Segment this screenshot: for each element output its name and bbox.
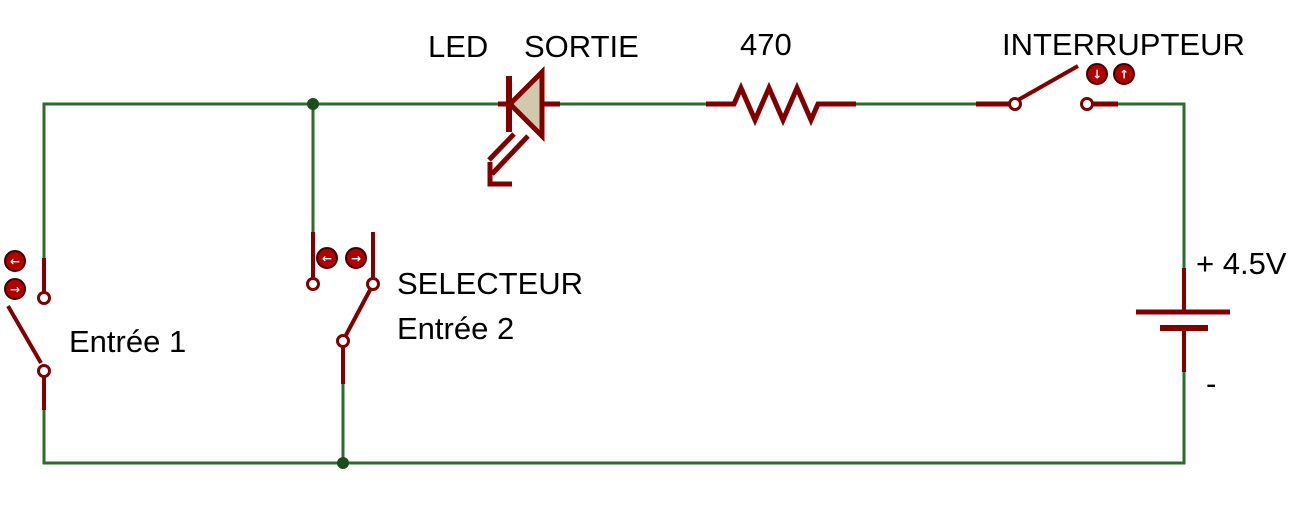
wires [42,102,1186,465]
resistor[interactable] [706,81,856,127]
label-interrupteur: INTERRUPTEUR [1002,27,1245,62]
label-entree1: Entrée 1 [69,324,186,359]
junction-node-bottom [337,457,349,469]
label-battery-minus: - [1206,366,1216,401]
label-selecteur: SELECTEUR [397,266,583,301]
interrupteur-up-button[interactable]: ↑ [1113,63,1135,85]
entree1-switch[interactable] [6,258,51,410]
led-diode[interactable] [487,65,560,187]
right-arrow-icon: → [351,252,361,266]
selecteur-left-button[interactable]: ← [316,247,338,269]
left-arrow-icon: ← [10,255,20,269]
label-resistor-value: 470 [740,27,792,62]
interrupteur-switch[interactable] [976,64,1118,111]
led-triangle [506,65,545,143]
up-arrow-icon: ↑ [1119,68,1129,82]
selecteur-right-button[interactable]: → [345,247,367,269]
battery [1136,268,1230,372]
down-arrow-icon: ↓ [1092,68,1102,82]
left-arrow-icon: ← [322,252,332,266]
label-sortie: SORTIE [524,29,639,64]
junction-node-top [307,98,319,110]
entree1-right-button[interactable]: → [4,278,26,300]
entree1-left-button[interactable]: ← [4,250,26,272]
label-entree2: Entrée 2 [397,311,514,346]
selecteur-switch[interactable] [306,232,380,384]
label-battery-voltage: + 4.5V [1196,246,1287,281]
led-emission-arrows [487,132,530,187]
right-arrow-icon: → [10,283,20,297]
interrupteur-down-button[interactable]: ↓ [1086,63,1108,85]
label-led: LED [428,29,488,64]
